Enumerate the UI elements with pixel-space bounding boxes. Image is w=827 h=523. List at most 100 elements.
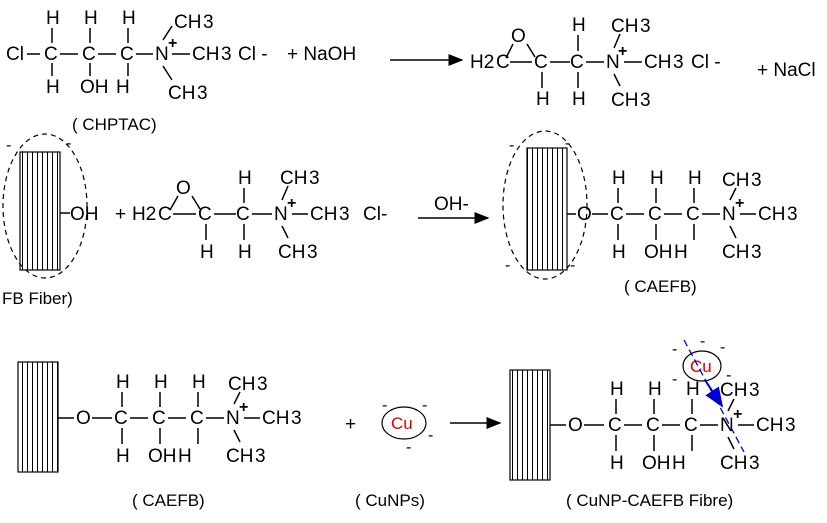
c-atom: C <box>570 52 584 73</box>
fb-fiber-label: FB Fiber) <box>2 289 73 308</box>
plus-sign: + <box>345 414 356 435</box>
h-atom: H <box>46 8 60 29</box>
particle-negative-charge: - <box>726 367 731 384</box>
methyl-subscript: 3 <box>255 446 266 467</box>
positive-charge: + <box>735 195 744 212</box>
chloride-counterion: Cl- <box>363 204 387 225</box>
h-atom: H <box>238 168 252 189</box>
methyl-label: CH <box>722 242 749 263</box>
cunp-caefb-product: O H C H H C OH H H C N + CH 3 CH 3 CH 3 … <box>509 333 796 481</box>
h-atom: H <box>122 8 136 29</box>
methyl-label: CH <box>168 83 195 104</box>
methyl-subscript: 3 <box>197 83 208 104</box>
methyl-subscript: 3 <box>257 374 268 395</box>
fiber-hydroxyl: OH <box>70 204 99 225</box>
particle-negative-charge: - <box>672 371 677 388</box>
cu-nanoparticle: Cu - - - - <box>381 397 433 456</box>
c-atom: C <box>610 204 624 225</box>
positive-charge: + <box>618 43 627 60</box>
methyl-subscript: 3 <box>307 242 318 263</box>
h-atom: H <box>84 8 98 29</box>
chloride-counterion: Cl - <box>238 44 268 65</box>
plus-sign: + <box>115 204 126 225</box>
hydroxyl-group: OH <box>642 453 671 474</box>
h-atom: H <box>178 446 192 467</box>
methyl-label: CH <box>226 446 253 467</box>
h-atom: H <box>200 242 214 263</box>
chlorine-atom: Cl <box>6 44 24 65</box>
c-atom: C <box>114 408 128 429</box>
methyl-label: CH <box>174 12 201 33</box>
methyl-subscript: 3 <box>640 90 651 111</box>
nitrogen-atom: N <box>720 415 734 436</box>
methyl-subscript: 3 <box>309 168 320 189</box>
epoxide-oxygen: O <box>176 178 191 199</box>
methyl-label: CH <box>192 44 219 65</box>
attraction-arrow <box>704 379 724 408</box>
methyl-subscript: 3 <box>221 44 232 65</box>
hydroxyl-group: OH <box>80 77 109 98</box>
methyl-label: CH <box>228 374 255 395</box>
h-atom: H <box>116 446 130 467</box>
methyl-label: CH <box>280 168 307 189</box>
surface-negative-charge: - <box>6 137 11 154</box>
h-atom: H <box>116 77 130 98</box>
methyl-label: CH <box>278 242 305 263</box>
h-atom: H <box>154 372 168 393</box>
methyl-subscript: 3 <box>339 204 350 225</box>
epoxide-product: H2 C O C H H C H N + CH 3 CH 3 Cl - CH 3 <box>470 15 721 111</box>
methyl-label: CH <box>611 16 638 37</box>
ether-oxygen: O <box>568 415 583 436</box>
nitrogen-atom: N <box>274 204 288 225</box>
h-atom: H <box>674 242 688 263</box>
c-atom: C <box>686 204 700 225</box>
h-atom: H <box>572 89 586 110</box>
particle-negative-charge: - <box>672 341 677 358</box>
methyl-subscript: 3 <box>749 380 760 401</box>
positive-charge: + <box>287 195 296 212</box>
particle-negative-charge: - <box>406 439 411 456</box>
methyl-subscript: 3 <box>751 242 762 263</box>
ether-oxygen: O <box>577 204 592 225</box>
surface-negative-charge: - <box>570 257 575 274</box>
ether-oxygen: O <box>76 408 91 429</box>
h-atom: H <box>572 15 586 36</box>
positive-charge: + <box>168 35 177 52</box>
hydroxide-catalyst: OH- <box>434 194 469 215</box>
hydroxyl-group: OH <box>148 446 177 467</box>
surface-negative-charge: - <box>66 135 71 152</box>
methyl-subscript: 3 <box>291 408 302 429</box>
c-atom: C <box>158 204 172 225</box>
methyl-label: CH <box>611 90 638 111</box>
h-atom: H <box>238 242 252 263</box>
nitrogen-atom: N <box>606 52 620 73</box>
particle-negative-charge: - <box>382 397 387 414</box>
h-atom: H <box>612 168 626 189</box>
methyl-label: CH <box>644 52 671 73</box>
h-atom: H <box>46 77 60 98</box>
hydroxyl-group: OH <box>644 242 673 263</box>
methyl-label: CH <box>310 204 337 225</box>
chloride-counterion: Cl - <box>691 52 721 73</box>
positive-charge: + <box>733 406 742 423</box>
methyl-label: CH <box>756 415 783 436</box>
surface-negative-charge: - <box>565 135 570 152</box>
bound-cu-label: Cu <box>690 357 712 376</box>
h-atom: H <box>650 168 664 189</box>
particle-negative-charge: - <box>720 339 725 356</box>
cu-label: Cu <box>391 414 413 433</box>
methyl-label: CH <box>720 380 747 401</box>
c-atom: C <box>82 44 96 65</box>
chptac-molecule: Cl H C H H C OH H C H N + CH 3 CH 3 Cl -… <box>6 8 268 104</box>
epoxide-oxygen: O <box>511 26 526 47</box>
methyl-subscript: 3 <box>749 453 760 474</box>
caefb-reactant: O H C H H C OH H H C N + CH 3 CH 3 CH 3 <box>17 361 302 473</box>
c-atom: C <box>534 52 548 73</box>
h-atom: H <box>192 372 206 393</box>
surface-negative-charge: - <box>509 137 514 154</box>
c-atom: C <box>198 204 212 225</box>
ch2-group: H2 <box>470 52 494 73</box>
plus-nacl-byproduct: + NaCl <box>757 60 816 81</box>
positive-charge: + <box>239 399 248 416</box>
